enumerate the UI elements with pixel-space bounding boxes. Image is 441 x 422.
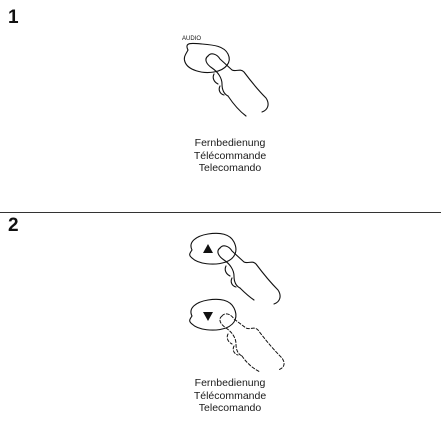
step-2-number: 2 [8,215,19,236]
step-2-caption: Fernbedienung Télécommande Telecomando [140,377,320,415]
up-down-buttons-illustration [189,232,285,373]
audio-button-label: AUDIO [182,36,201,42]
pointing-hand-icon [217,245,281,305]
up-arrow-button-icon [189,232,237,265]
caption-line-it: Telecomando [198,162,262,174]
caption-line-de: Fernbedienung [194,377,266,389]
dashed-pointing-hand-icon [219,313,285,373]
section-divider [0,212,441,213]
step-1-number: 1 [8,7,19,28]
caption-line-fr: Télécommande [193,389,267,402]
audio-button-illustration: AUDIO [182,36,269,117]
caption-line-it: Telecomando [198,402,262,414]
caption-line-de: Fernbedienung [194,137,266,149]
pointing-hand-icon [205,53,269,117]
up-triangle-icon [203,244,213,253]
down-triangle-icon [203,312,213,321]
step-1-caption: Fernbedienung Télécommande Telecomando [140,137,320,175]
caption-line-fr: Télécommande [193,149,267,162]
